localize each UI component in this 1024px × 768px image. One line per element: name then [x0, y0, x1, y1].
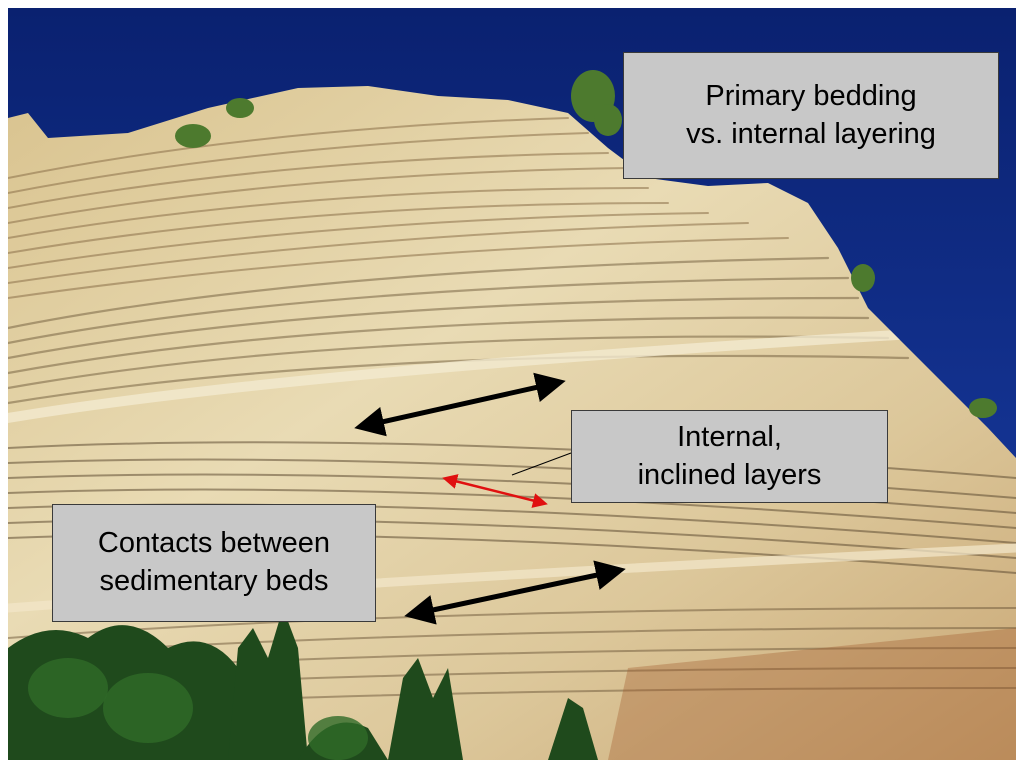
primary-label-line2: vs. internal layering [686, 117, 936, 150]
primary-label-line1: Primary bedding [705, 79, 917, 112]
internal-layers-label: Internal, inclined layers [571, 410, 888, 503]
primary-bedding-label: Primary bedding vs. internal layering [623, 52, 999, 179]
internal-label-line1: Internal, [677, 420, 782, 453]
internal-label-line2: inclined layers [637, 458, 822, 491]
contacts-label-line1: Contacts between [97, 527, 331, 560]
contacts-label-line2: sedimentary beds [99, 565, 329, 597]
bed-contacts-label: Contacts between sedimentary beds [52, 504, 376, 622]
